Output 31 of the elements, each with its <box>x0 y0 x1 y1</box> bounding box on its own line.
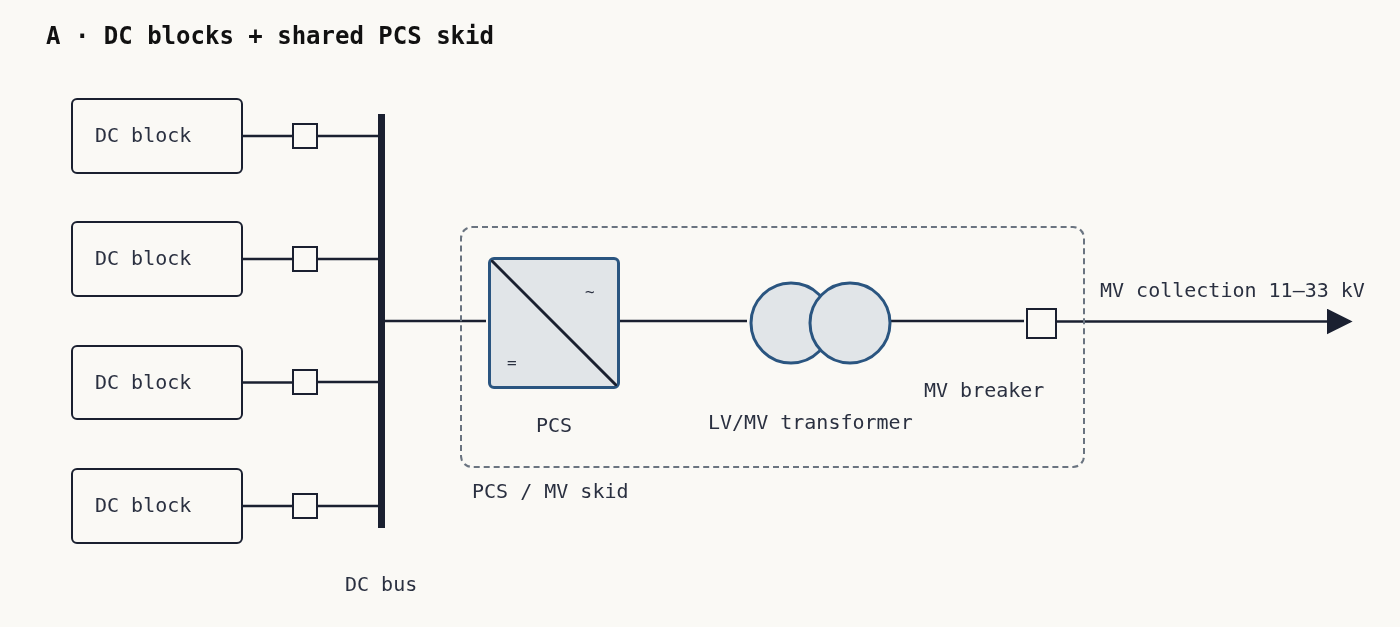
wire <box>618 319 747 323</box>
node-label: LV/MV transformer <box>708 410 913 434</box>
node-label: DC block <box>95 493 192 517</box>
node-label: PCS <box>536 413 573 437</box>
wire <box>243 504 292 508</box>
breaker-symbol <box>292 493 318 519</box>
wire <box>318 380 378 384</box>
node-label: MV breaker <box>924 378 1045 402</box>
wire <box>243 134 292 138</box>
node-label: PCS / MV skid <box>472 479 629 503</box>
dc-block-box <box>71 98 243 174</box>
wire <box>243 381 292 384</box>
symbol-label: ~ <box>585 281 595 303</box>
node-label: DC block <box>95 369 192 394</box>
wire <box>318 504 378 508</box>
breaker-symbol <box>292 369 318 395</box>
wire <box>385 319 486 323</box>
node-label: DC block <box>95 123 192 147</box>
wire <box>318 134 378 138</box>
breaker-symbol <box>292 123 318 149</box>
wire <box>318 257 378 261</box>
node-label: DC block <box>95 246 192 270</box>
dc-block-box <box>71 221 243 297</box>
wire <box>243 257 292 261</box>
dc-block-box <box>71 468 243 544</box>
symbol-label: = <box>507 352 517 374</box>
diagram-title: A · DC blocks + shared PCS skid <box>46 24 494 48</box>
dc-block-box <box>71 345 243 420</box>
wire <box>890 319 1024 323</box>
node-label: DC bus <box>345 572 418 596</box>
breaker-symbol <box>292 246 318 272</box>
